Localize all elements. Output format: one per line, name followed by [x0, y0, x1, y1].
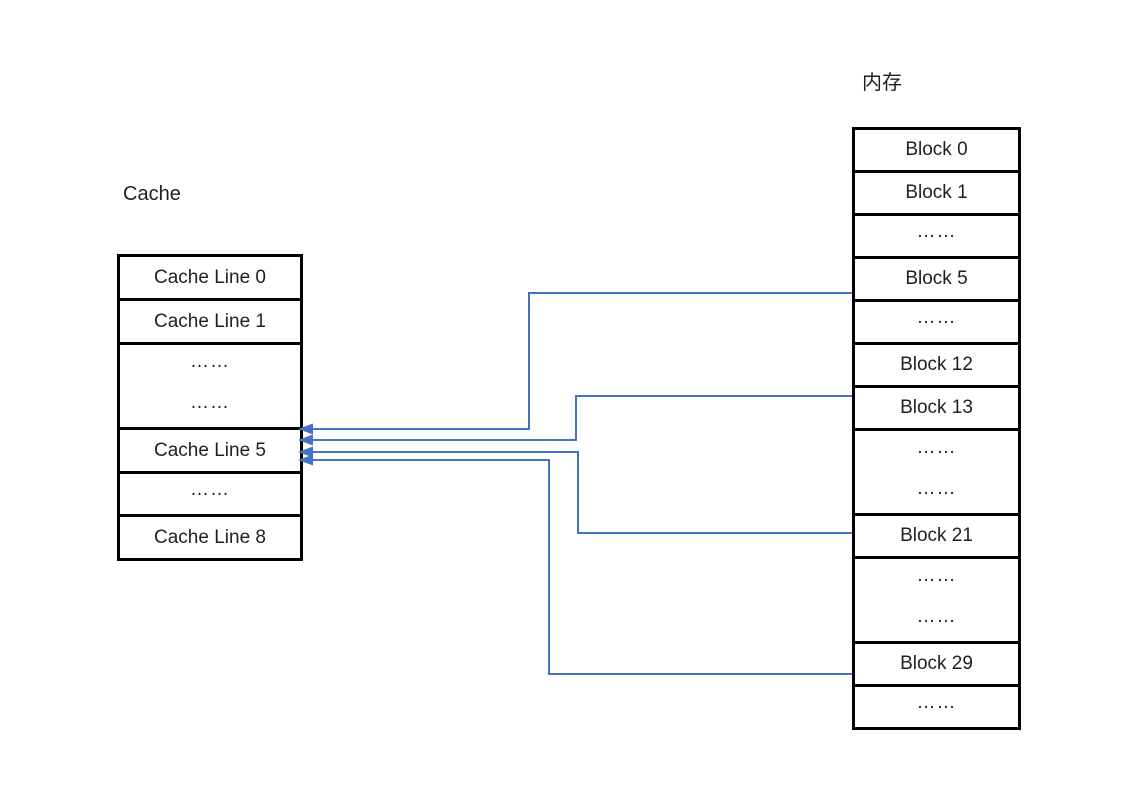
cache-line-row: …… …… [120, 342, 300, 427]
memory-block-row-label: …… [916, 605, 957, 627]
memory-block-row-label: Block 1 [905, 182, 968, 203]
mapping-line [313, 451, 852, 534]
mapping-line [313, 292, 852, 430]
mapping-arrow-block-13-to-cache-line-5 [298, 395, 852, 446]
memory-block-row-label: …… [916, 692, 957, 713]
cache-line-row: Cache Line 8 [120, 514, 300, 558]
memory-block-row-label: …… [916, 307, 957, 328]
memory-title: 内存 [862, 72, 902, 94]
memory-block-row: …… [855, 213, 1018, 256]
cache-line-row: Cache Line 1 [120, 298, 300, 342]
memory-block-row-label: …… [916, 436, 957, 458]
memory-block-row: Block 0 [855, 130, 1018, 170]
mapping-arrow-block-5-to-cache-line-5 [298, 292, 852, 435]
cache-title: Cache [123, 183, 181, 205]
memory-table: Block 0 Block 1 …… Block 5 …… Block 12 Block 1… [852, 127, 1021, 730]
mapping-arrow-block-29-to-cache-line-5 [298, 454, 852, 675]
cache-line-row-label: …… [190, 391, 230, 413]
memory-block-row: Block 13 [855, 385, 1018, 428]
memory-block-row: …… [855, 299, 1018, 342]
memory-block-row: …… [855, 684, 1018, 727]
cache-line-row-label: Cache Line 5 [154, 439, 266, 461]
cache-line-row-label: Cache Line 8 [154, 526, 266, 548]
cache-line-row-label: Cache Line 1 [154, 310, 266, 332]
memory-block-row-label: Block 12 [900, 354, 973, 375]
cache-line-row-label: Cache Line 0 [154, 266, 266, 288]
memory-block-row-label: Block 0 [905, 139, 968, 160]
cache-line-row: Cache Line 0 [120, 257, 300, 298]
memory-block-row: Block 5 [855, 256, 1018, 299]
cache-line-row-label: …… [190, 479, 230, 500]
memory-block-row-label: Block 13 [900, 397, 973, 418]
memory-block-row: …… …… [855, 556, 1018, 641]
mapping-line [313, 395, 852, 441]
memory-block-row-label: …… [916, 477, 957, 499]
cache-line-row-label: …… [190, 350, 230, 372]
cache-table: Cache Line 0 Cache Line 1 …… …… Cache Line 5… [117, 254, 303, 561]
memory-block-row-label: …… [916, 221, 957, 242]
memory-block-row: Block 21 [855, 513, 1018, 556]
memory-block-row-label: Block 21 [900, 525, 973, 546]
memory-block-row-label: Block 5 [905, 268, 968, 289]
cache-line-row: …… [120, 471, 300, 514]
memory-block-row: Block 1 [855, 170, 1018, 213]
memory-block-row: Block 12 [855, 342, 1018, 385]
memory-block-row-label: Block 29 [900, 653, 973, 674]
mapping-line [313, 459, 852, 675]
memory-block-row: …… …… [855, 428, 1018, 513]
mapping-arrow-block-21-to-cache-line-5 [298, 446, 852, 534]
memory-block-row-label: …… [916, 564, 957, 586]
memory-block-row: Block 29 [855, 641, 1018, 684]
cache-line-row: Cache Line 5 [120, 427, 300, 471]
